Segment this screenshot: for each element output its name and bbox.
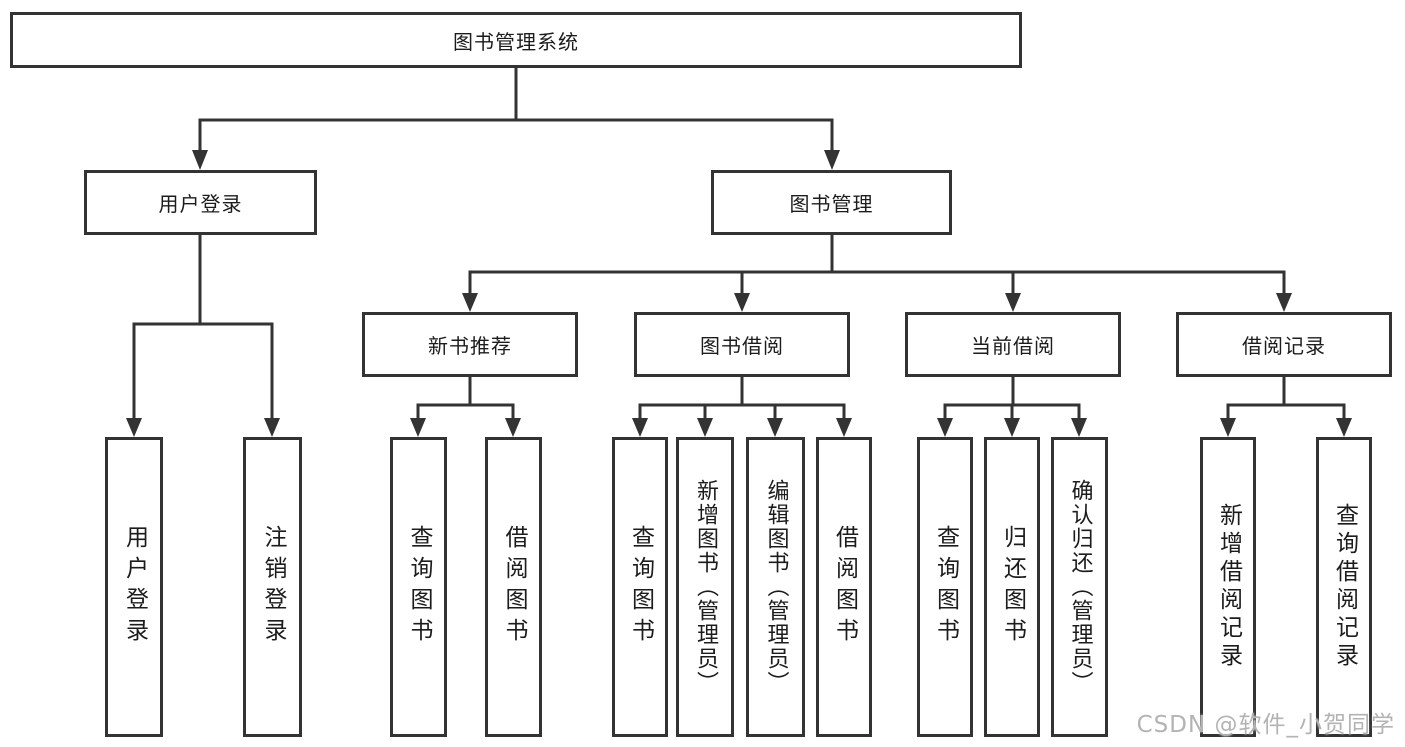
node-logout-action: 注销登录 [243,437,302,737]
node-query-books: 查询图书 [917,437,973,737]
node-add-books-admin: 新增图书（管理员） [676,437,734,737]
node-edit-books-admin: 编辑图书（管理员） [746,437,805,737]
node-query-books: 查询图书 [390,437,447,737]
node-query-borrow-record: 查询借阅记录 [1316,437,1372,737]
csdn-watermark: CSDN @软件_小贺同学 [1136,712,1395,738]
node-add-borrow-record: 新增借阅记录 [1200,437,1256,737]
node-return-books: 归还图书 [984,437,1040,737]
node-confirm-return-admin: 确认归还（管理员） [1051,437,1108,737]
node-user-login: 用户登录 [84,170,317,235]
node-book-management: 图书管理 [711,170,952,235]
node-query-books: 查询图书 [612,437,668,737]
node-library-system: 图书管理系统 [10,12,1022,68]
node-new-book-recommend: 新书推荐 [362,312,578,377]
node-borrow-books: 借阅图书 [816,437,872,737]
node-user-login-action: 用户登录 [105,437,163,737]
node-current-borrowing: 当前借阅 [905,312,1121,377]
node-book-borrowing: 图书借阅 [634,312,850,377]
node-borrow-books: 借阅图书 [485,437,542,737]
node-borrowing-records: 借阅记录 [1176,312,1392,377]
